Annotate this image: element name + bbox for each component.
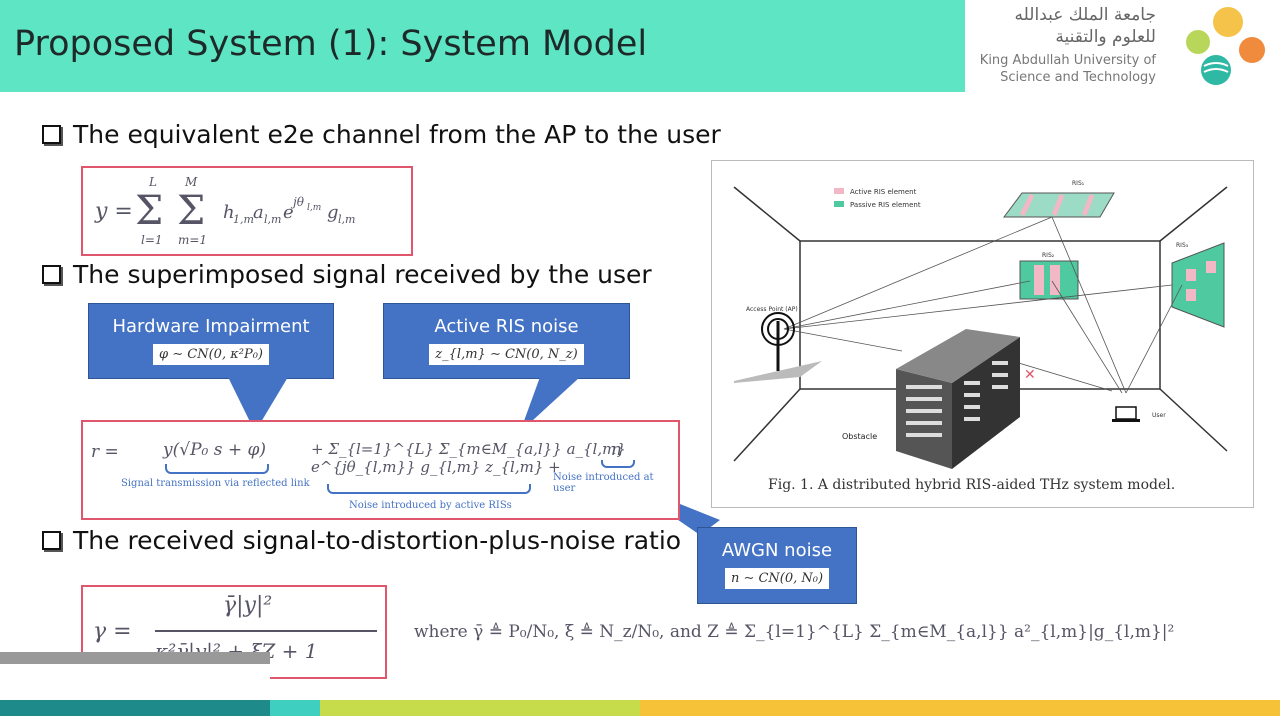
ris-panel-ceiling-icon — [1003, 192, 1115, 218]
hardware-impairment-callout: Hardware Impairment φ ∼ CN(0, κ²P₀) — [88, 303, 334, 379]
bullet-text: The received signal-to-distortion-plus-n… — [73, 526, 682, 555]
svg-text:1,m: 1,m — [233, 213, 254, 226]
signal-term-reflected-label: Signal transmission via reflected link — [121, 478, 310, 489]
ris3-label: RIS₃ — [1176, 242, 1189, 249]
svg-text:l,m: l,m — [264, 213, 281, 226]
active-ris-noise-callout: Active RIS noise z_{l,m} ∼ CN(0, N_z) — [383, 303, 630, 379]
bottom-color-bar — [0, 700, 1280, 716]
svg-text:g: g — [327, 202, 339, 223]
user-label: User — [1152, 412, 1166, 419]
e2e-equation-box: y = Σ L l=1 Σ M m=1 h 1,m a l,m e jθ l,m… — [81, 166, 413, 256]
svg-text:Σ: Σ — [177, 188, 205, 234]
bullet-superimposed-signal: The superimposed signal received by the … — [42, 260, 652, 289]
svg-text:l,m: l,m — [338, 213, 355, 226]
signal-term-reflected: y(√P₀ s + φ) — [163, 440, 267, 460]
svg-text:M: M — [184, 175, 198, 189]
svg-text:L: L — [148, 175, 157, 189]
svg-text:jθ: jθ — [290, 195, 305, 209]
checkbox-bullet-icon — [42, 265, 61, 284]
svg-text:m=1: m=1 — [178, 233, 207, 247]
sdnr-lhs: γ = — [93, 619, 132, 644]
svg-text:e: e — [283, 202, 294, 223]
svg-text:l,m: l,m — [307, 203, 321, 213]
system-model-figure: Active RIS element Passive RIS element R… — [711, 160, 1254, 508]
access-point-antenna-icon — [734, 312, 822, 383]
svg-text:Σ: Σ — [135, 188, 163, 234]
awgn-noise-callout: AWGN noise n ∼ CN(0, N₀) — [697, 527, 857, 604]
signal-term-user-noise: n — [611, 440, 622, 460]
obstacle-label: Obstacle — [842, 432, 877, 441]
ris-panel-back-wall-icon — [1019, 260, 1079, 300]
bullet-sdnr: The received signal-to-distortion-plus-n… — [42, 526, 681, 555]
access-point-label: Access Point (AP) — [746, 306, 798, 313]
slide-title: Proposed System (1): System Model — [14, 24, 648, 64]
callout-title: Active RIS noise — [434, 316, 579, 337]
svg-text:y =: y = — [94, 199, 133, 224]
callout-title: AWGN noise — [721, 540, 833, 561]
signal-equation-box: r = y(√P₀ s + φ) Signal transmission via… — [81, 420, 680, 520]
svg-text:h: h — [223, 202, 235, 223]
figure-caption: Fig. 1. A distributed hybrid RIS-aided T… — [768, 477, 1175, 493]
bullet-text: The equivalent e2e channel from the AP t… — [73, 120, 721, 149]
legend-passive-label: Passive RIS element — [850, 201, 921, 209]
checkbox-bullet-icon — [42, 125, 61, 144]
checkbox-bullet-icon — [42, 531, 61, 550]
signal-term-active-noise: + Σ_{l=1}^{L} Σ_{m∈M_{a,l}} a_{l,m} e^{j… — [311, 440, 626, 476]
svg-text:a: a — [253, 202, 264, 223]
title-bar: Proposed System (1): System Model — [0, 0, 965, 92]
kaust-logo-icon — [1186, 7, 1265, 85]
underbrace — [601, 460, 635, 468]
callout-formula: n ∼ CN(0, N₀) — [724, 568, 830, 589]
ris1-label: RIS₁ — [1072, 180, 1085, 187]
room-diagram: Active RIS element Passive RIS element R… — [733, 180, 1228, 493]
sdnr-where-definitions: where γ̄ ≜ P₀/N₀, ξ ≜ N_z/N₀, and Z ≜ Σ_… — [414, 622, 1175, 642]
logo-arabic-line1: جامعة الملك عبدالله — [1014, 5, 1156, 25]
e2e-equation: y = Σ L l=1 Σ M m=1 h 1,m a l,m e jθ l,m… — [94, 175, 355, 247]
ris-panel-side-wall-icon — [1171, 242, 1225, 328]
callout-formula: φ ∼ CN(0, κ²P₀) — [153, 344, 269, 365]
callout-formula: z_{l,m} ∼ CN(0, N_z) — [429, 344, 584, 365]
bullet-text: The superimposed signal received by the … — [73, 260, 652, 289]
sdnr-numerator: γ̄|y|² — [223, 593, 273, 618]
university-name-arabic: جامعة الملك عبدالله للعلوم والتقنية — [956, 4, 1156, 48]
legend-active-label: Active RIS element — [850, 188, 917, 196]
video-overlay-panel — [0, 664, 270, 698]
logo-english-line2: Science and Technology — [1000, 70, 1156, 85]
bullet-e2e-channel: The equivalent e2e channel from the AP t… — [42, 120, 721, 149]
video-overlay-bar — [0, 652, 270, 664]
callout-title: Hardware Impairment — [112, 316, 310, 337]
signal-term-user-noise-label: Noise introduced at user — [553, 472, 654, 494]
user-laptop-icon — [1112, 406, 1140, 422]
fraction-bar — [155, 630, 377, 632]
blocked-path-x-icon: ✕ — [1024, 367, 1036, 383]
svg-text:l=1: l=1 — [141, 233, 163, 247]
underbrace — [165, 464, 269, 474]
obstacle-server-rack-icon — [896, 329, 1020, 469]
logo-english-line1: King Abdullah University of — [979, 53, 1156, 68]
signal-term-active-noise-label: Noise introduced by active RISs — [349, 500, 512, 511]
underbrace — [327, 484, 531, 494]
signal-lhs: r = — [91, 442, 119, 462]
ris2-label: RIS₂ — [1042, 252, 1055, 259]
logo-arabic-line2: للعلوم والتقنية — [1055, 27, 1156, 47]
university-name-english: King Abdullah University of Science and … — [936, 52, 1156, 86]
